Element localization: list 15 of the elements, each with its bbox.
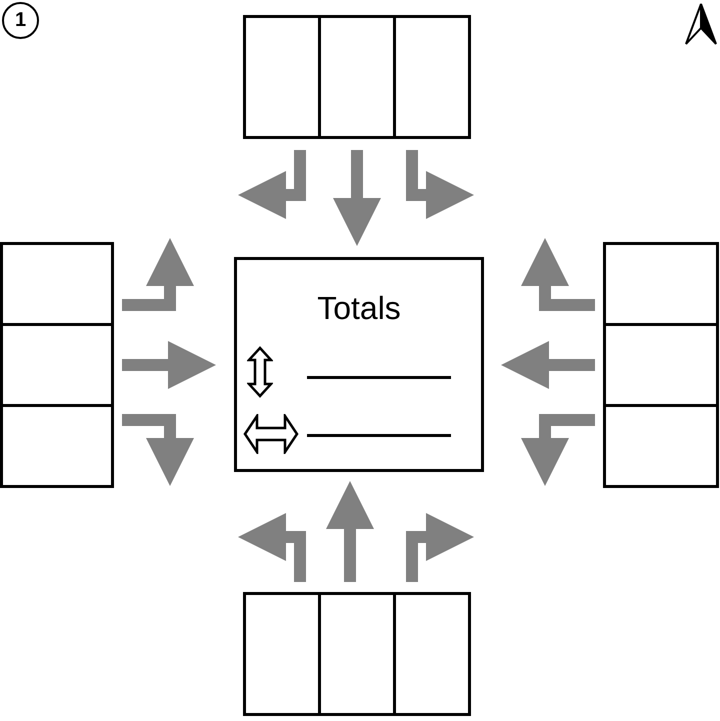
count-cell [0, 242, 114, 326]
count-cell [0, 323, 114, 407]
count-cell [243, 15, 321, 139]
count-cell [603, 404, 719, 488]
box-title: Totals [316, 290, 402, 326]
count-cell [318, 15, 396, 139]
totals-box [234, 257, 484, 472]
count-cell [603, 242, 719, 326]
count-cell [243, 592, 321, 716]
count-cell [318, 592, 396, 716]
count-cell [603, 323, 719, 407]
count-cell [393, 15, 471, 139]
count-cell [393, 592, 471, 716]
number-badge: 1 [2, 2, 39, 39]
count-cell [0, 404, 114, 488]
